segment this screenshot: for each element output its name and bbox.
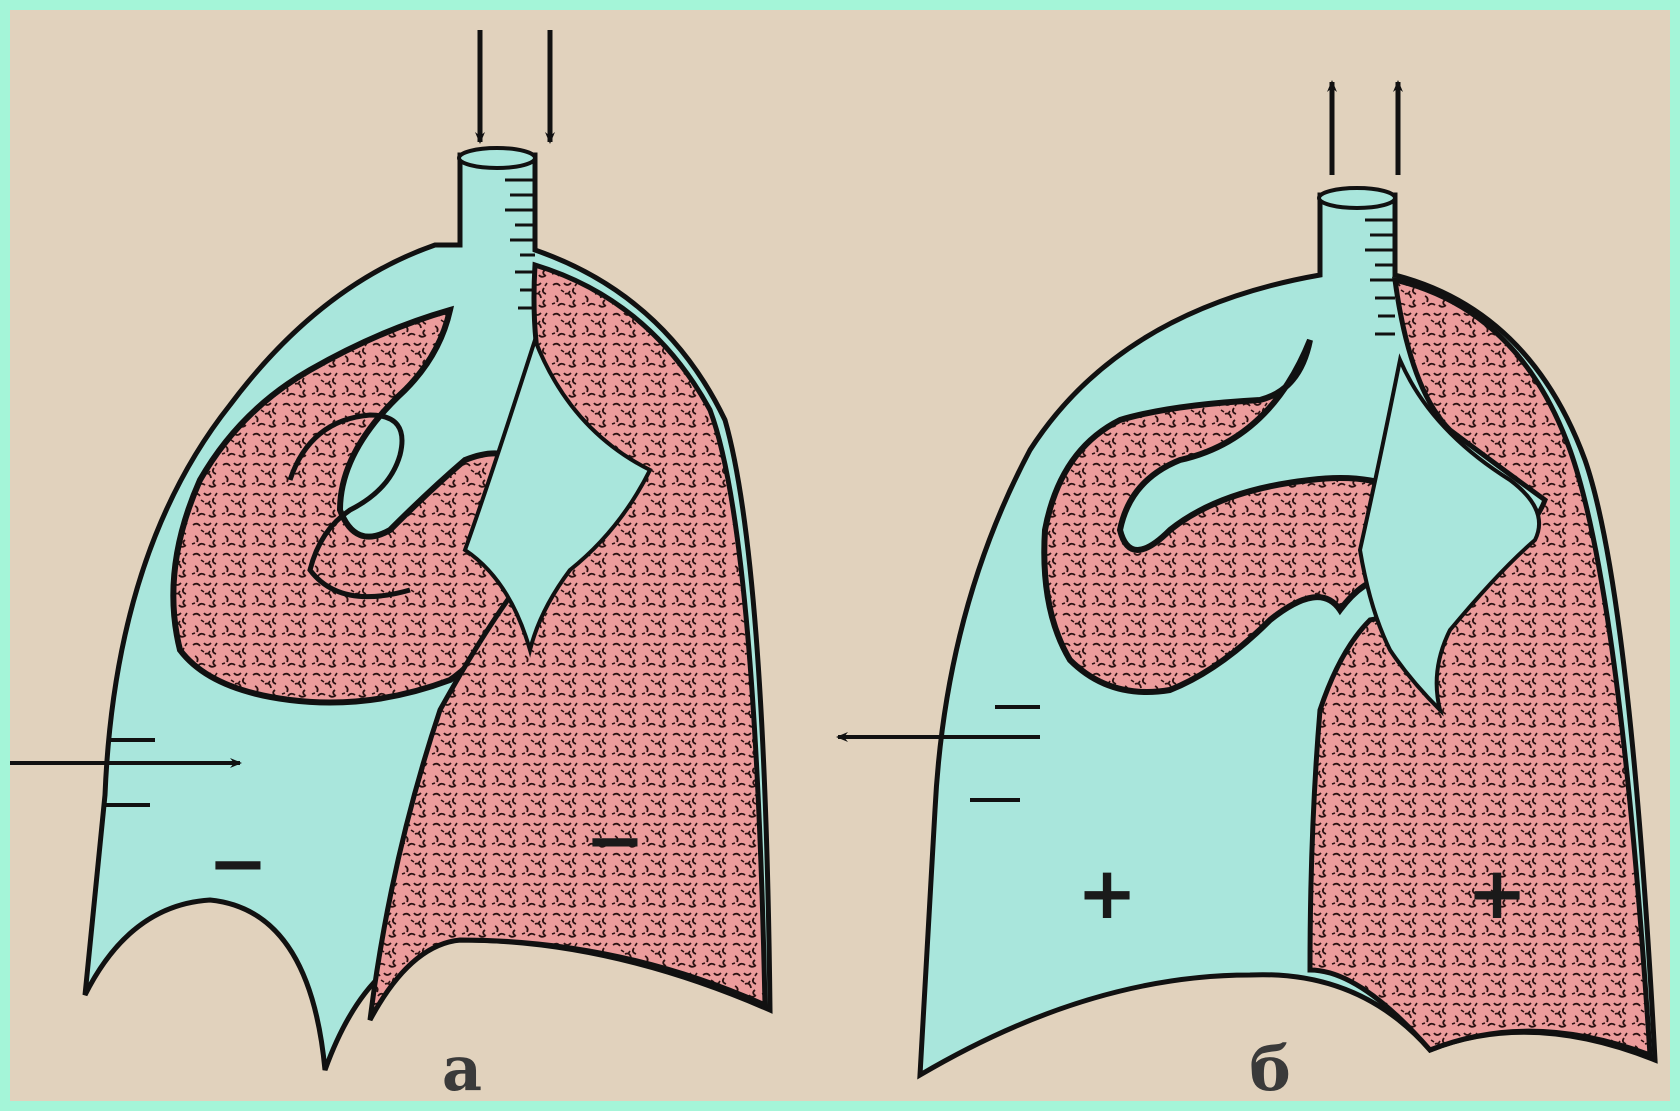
pressure-sign-cavity-a: −: [208, 821, 268, 905]
pressure-sign-lung-b: +: [1467, 851, 1527, 935]
diagram-frame: − − а: [10, 10, 1670, 1101]
panel-label-b: б: [1249, 1032, 1290, 1101]
trachea-opening-b: [1319, 188, 1395, 208]
panel-label-a: а: [442, 1032, 482, 1101]
pressure-sign-lung-a: −: [585, 798, 645, 882]
trachea-opening-a: [459, 148, 535, 168]
pneumothorax-diagram: − − а: [10, 10, 1670, 1101]
pressure-sign-cavity-b: +: [1077, 851, 1137, 935]
